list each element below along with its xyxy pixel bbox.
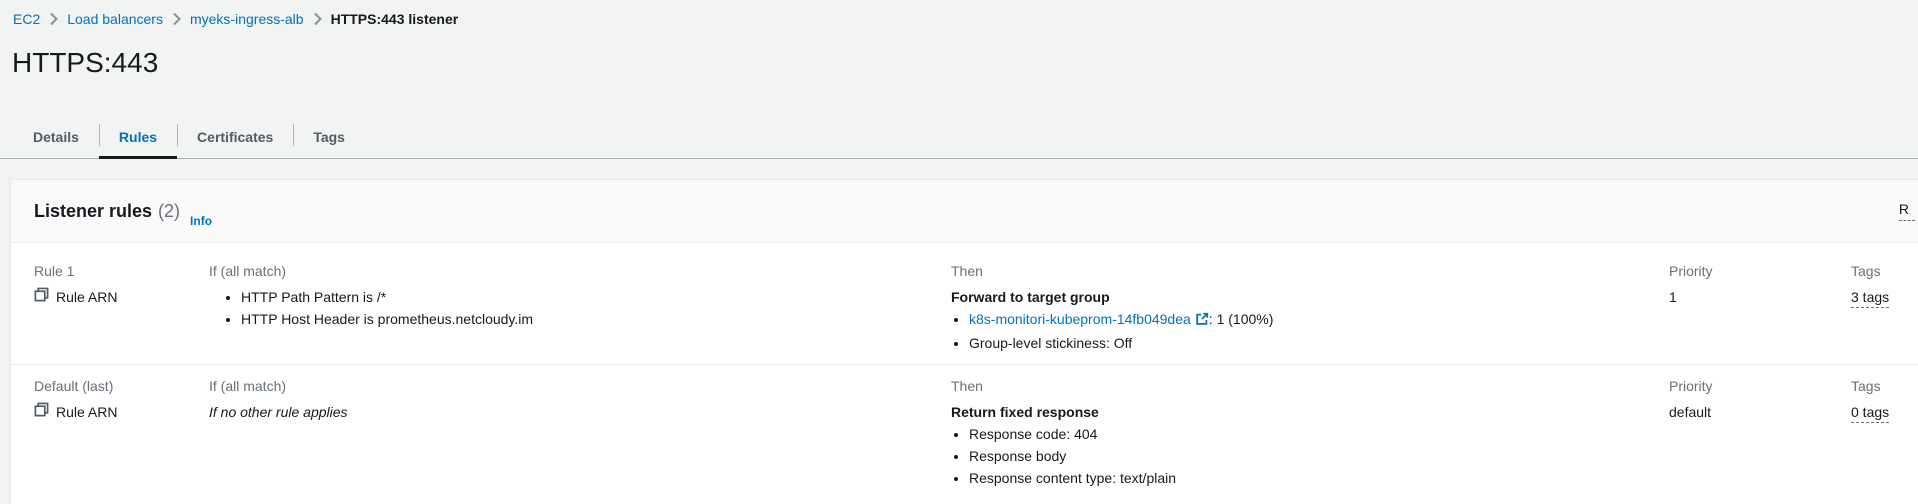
tab-rules[interactable]: Rules	[98, 117, 178, 159]
panel-header: Listener rules (2) Info R	[11, 180, 1918, 243]
priority-header: Priority	[1669, 263, 1713, 279]
action-title: Forward to target group	[951, 289, 1110, 305]
tags-header: Tags	[1851, 263, 1881, 279]
target-group-item: k8s-monitori-kubeprom-14fb049dea : 1 (100…	[969, 308, 1669, 332]
priority-header: Priority	[1669, 378, 1713, 394]
list-item: Response body	[969, 445, 1669, 467]
then-header: Then	[951, 378, 983, 394]
list-item: HTTP Host Header is prometheus.netcloudy…	[241, 308, 951, 330]
action-title: Return fixed response	[951, 404, 1099, 420]
priority-cell: Priority default	[1669, 375, 1851, 489]
tab-details[interactable]: Details	[33, 128, 79, 145]
tab-certificates[interactable]: Certificates	[177, 117, 293, 159]
panel-title: Listener rules	[34, 201, 153, 221]
if-header: If (all match)	[209, 263, 287, 279]
page-title: HTTPS:443	[12, 47, 159, 78]
rule-row-default: Default (last) Rule ARN If (all match) I…	[11, 365, 1918, 499]
tags-link[interactable]: 3 tags	[1851, 289, 1890, 308]
truncated-header-action[interactable]: R	[1898, 201, 1915, 221]
conditions-cell: If (all match) HTTP Path Pattern is /*HT…	[209, 260, 951, 354]
list-item: HTTP Path Pattern is /*	[241, 286, 951, 308]
target-group-link[interactable]: k8s-monitori-kubeprom-14fb049dea	[969, 311, 1191, 327]
breadcrumb-current: HTTPS:443 listener	[330, 10, 459, 27]
list-item: Group-level stickiness: Off	[969, 332, 1669, 354]
list-item: Response content type: text/plain	[969, 467, 1669, 489]
actions-cell: Then Return fixed response Response code…	[951, 375, 1669, 489]
chevron-right-icon	[313, 12, 322, 26]
list-item: Response code: 404	[969, 423, 1669, 445]
listener-rules-panel: Listener rules (2) Info R Rule 1 Rule AR…	[10, 179, 1918, 504]
priority-cell: Priority 1	[1669, 260, 1851, 354]
copy-rule-arn-button[interactable]: Rule ARN	[34, 286, 117, 308]
copy-icon	[34, 401, 49, 423]
breadcrumb-link-alb[interactable]: myeks-ingress-alb	[189, 10, 304, 27]
tags-header: Tags	[1851, 378, 1881, 394]
conditions-cell: If (all match) If no other rule applies	[209, 375, 951, 489]
tab-tags[interactable]: Tags	[293, 117, 365, 159]
tab-bar: Details Rules Certificates Tags	[0, 117, 1918, 159]
external-link-icon	[1195, 310, 1209, 332]
priority-value: 1	[1669, 289, 1677, 305]
panel-count: (2)	[158, 201, 181, 221]
breadcrumb: EC2 Load balancers myeks-ingress-alb HTT…	[0, 0, 1918, 28]
breadcrumb-link-load-balancers[interactable]: Load balancers	[67, 10, 163, 27]
rule-name-cell: Default (last) Rule ARN	[34, 375, 209, 489]
actions-cell: Then Forward to target group k8s-monitor…	[951, 260, 1669, 354]
copy-icon	[34, 286, 49, 308]
copy-rule-arn-label: Rule ARN	[56, 404, 118, 420]
default-rule-note: If no other rule applies	[209, 404, 348, 420]
action-list: Response code: 404Response bodyResponse …	[951, 423, 1669, 489]
rule-name: Default (last)	[34, 378, 114, 394]
chevron-right-icon	[172, 12, 181, 26]
rule-row-1: Rule 1 Rule ARN If (all match) HTTP Path…	[11, 243, 1918, 365]
if-header: If (all match)	[209, 378, 287, 394]
target-group-weight: : 1 (100%)	[1208, 311, 1274, 327]
tags-cell: Tags 3 tags	[1851, 260, 1918, 354]
rule-name-cell: Rule 1 Rule ARN	[34, 260, 209, 354]
tags-link[interactable]: 0 tags	[1851, 404, 1890, 423]
tags-cell: Tags 0 tags	[1851, 375, 1918, 489]
breadcrumb-link-ec2[interactable]: EC2	[13, 10, 41, 27]
copy-rule-arn-label: Rule ARN	[56, 289, 118, 305]
priority-value: default	[1669, 404, 1712, 420]
rule-name: Rule 1	[34, 263, 75, 279]
info-link[interactable]: Info	[190, 213, 213, 228]
then-header: Then	[951, 263, 983, 279]
copy-rule-arn-button[interactable]: Rule ARN	[34, 401, 117, 423]
conditions-list: HTTP Path Pattern is /*HTTP Host Header …	[209, 286, 951, 330]
chevron-right-icon	[49, 12, 59, 26]
action-list: k8s-monitori-kubeprom-14fb049dea : 1 (100…	[951, 308, 1669, 354]
